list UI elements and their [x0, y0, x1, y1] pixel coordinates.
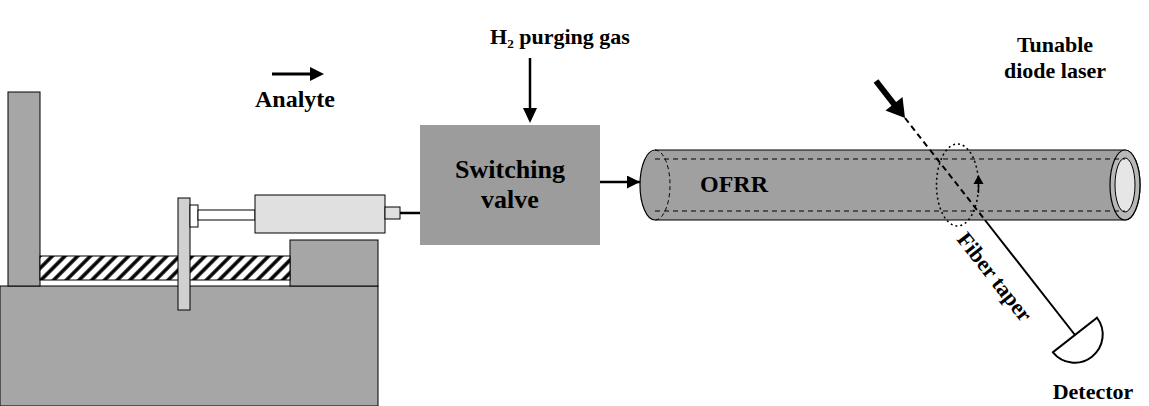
pump-block: [290, 240, 378, 286]
pusher-plate: [178, 198, 190, 310]
node-text: Detector: [1053, 379, 1134, 404]
capillary-wall: [655, 211, 1125, 212]
lead-screw: [40, 256, 290, 280]
gas-inlet-head: [523, 108, 537, 123]
tubing-line: [400, 212, 420, 215]
capillary-wall: [655, 159, 1125, 160]
fiber-taper-line: [930, 150, 985, 220]
ring-direction: [978, 183, 980, 193]
detector: Detector: [1040, 335, 1146, 404]
flow-direction-arrow: [272, 73, 312, 76]
syringe-barrel: [255, 195, 385, 233]
plunger-head: [190, 205, 198, 227]
ring-direction-head: [973, 175, 983, 184]
node-text: Analyte: [255, 86, 400, 114]
pump-pillar: [8, 92, 40, 286]
laser-label: Tunable diode laser: [995, 32, 1115, 85]
ring-mode: [936, 144, 978, 226]
gas-label: H₂ purging gas: [440, 24, 680, 50]
capillary-hidden-end: [655, 150, 670, 220]
fiber-label: Fiber taper: [951, 227, 1037, 327]
gas-inlet-arrow: [529, 58, 532, 110]
capillary-bore: [1115, 158, 1135, 212]
plunger-rod: [198, 210, 255, 220]
detector-body: [1053, 318, 1103, 363]
flow-direction-head: [310, 67, 324, 81]
laser-arrow-head: [886, 97, 906, 118]
switching-valve-box: Switching valve: [420, 125, 600, 245]
flow-arrow: [600, 181, 640, 184]
syringe-pump: Analyte: [240, 86, 400, 214]
syringe-tip: [385, 207, 400, 219]
node-text: OFRR: [700, 171, 768, 199]
capillary-end: [1110, 150, 1140, 220]
ofrr-tube: OFRR: [640, 150, 1140, 220]
fiber-taper-line: [905, 118, 930, 150]
node-text: Switching valve: [440, 155, 580, 215]
capillary-body: [640, 150, 1140, 220]
